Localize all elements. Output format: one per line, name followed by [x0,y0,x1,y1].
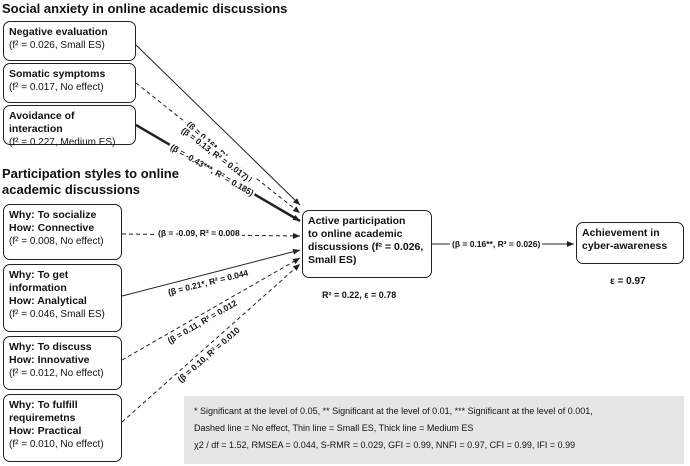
node-line: cyber-awareness [582,240,668,252]
node-effect-size: (f² = 0.046, Small ES) [9,309,105,320]
label-path-socialize: (β = -0.09, R² = 0.008 [156,228,242,239]
node-why-cont: information [9,282,67,294]
heading-participation-styles-line2: academic discussions [2,182,141,197]
node-line: Small ES) [308,254,357,266]
node-why: Why: To socialize [9,209,97,221]
node-effect-size: (f² = 0.012, No effect) [9,368,104,379]
node-line: to online academic [308,228,403,240]
arrow-information [121,248,301,297]
legend-line-styles: Dashed line = No effect, Thin line = Sma… [194,423,474,433]
node-how: How: Connective [9,222,95,234]
node-effect-size: (f² = 0.026, Small ES) [9,40,105,51]
node-why: Why: To fulfill [9,399,78,411]
node-why: Why: To discuss [9,341,92,353]
arrow-fulfill [121,263,301,423]
node-how: How: Innovative [9,354,90,366]
label-path-active-to-achievement: (β = 0.16**, R² = 0.026) [450,239,543,250]
node-discuss: Why: To discuss How: Innovative (f² = 0.… [3,336,122,390]
node-fulfill-requirements: Why: To fulfill requiremetns How: Practi… [3,394,122,462]
node-title: Somatic symptoms [9,68,106,80]
node-why: Why: To get [9,269,69,281]
legend-significance: * Significant at the level of 0.05, ** S… [194,406,593,416]
node-get-information: Why: To get information How: Analytical … [3,264,122,332]
node-socialize: Why: To socialize How: Connective (f² = … [3,204,122,260]
node-achievement: Achievement in cyber-awareness [576,222,684,264]
legend-box: * Significant at the level of 0.05, ** S… [184,396,684,464]
node-title: Negative evaluation [9,26,108,38]
node-how: How: Analytical [9,295,87,307]
node-line: Active participation [308,215,406,227]
node-effect-size: (f² = 0.008, No effect) [9,236,104,247]
achievement-epsilon: ε = 0.97 [610,276,646,287]
node-line: discussions (f² = 0.026, [308,241,424,253]
node-negative-evaluation: Negative evaluation (f² = 0.026, Small E… [3,21,136,61]
node-how: How: Practical [9,425,82,437]
node-avoidance-of-interaction: Avoidance of interaction (f² = 0.227, Me… [3,105,136,148]
node-effect-size: (f² = 0.010, No effect) [9,439,104,450]
node-why-cont: requiremetns [9,412,76,424]
node-somatic-symptoms: Somatic symptoms (f² = 0.017, No effect) [3,63,136,103]
arrow-socialize [121,232,301,239]
node-active-participation: Active participation to online academic … [302,210,432,278]
node-title: Avoidance of interaction [9,110,75,135]
arrow-negative-evaluation [135,44,301,206]
arrow-discuss [121,257,301,361]
active-participation-r2: R² = 0.22, ε = 0.78 [322,290,397,300]
node-effect-size: (f² = 0.017, No effect) [9,82,104,93]
heading-participation-styles-line1: Participation styles to online [2,166,179,181]
node-effect-size: (f² = 0.227, Medium ES) [9,137,116,148]
node-line: Achievement in [582,227,660,239]
heading-social-anxiety: Social anxiety in online academic discus… [2,1,288,16]
legend-fit-indices: χ2 / df = 1.52, RMSEA = 0.044, S-RMR = 0… [194,440,576,450]
